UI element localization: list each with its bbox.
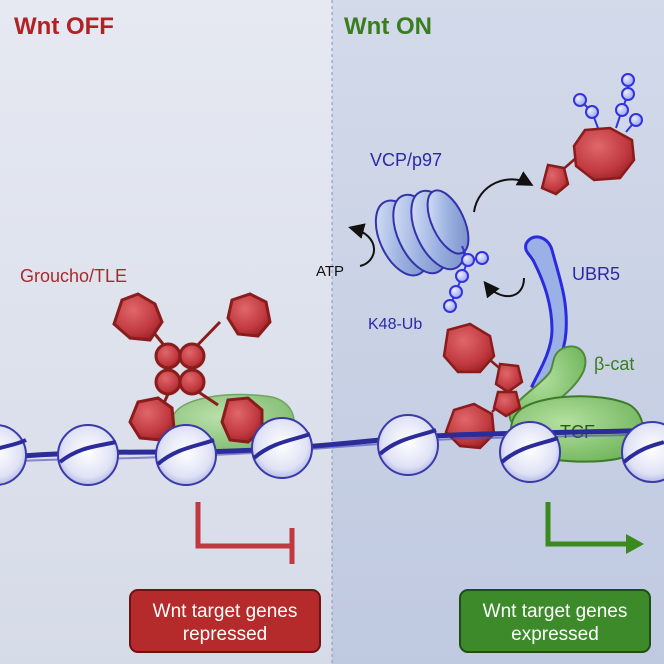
- dna-wrap-strokes: [0, 428, 664, 466]
- expressed-box: [459, 589, 651, 653]
- nucleosome-icon: [155, 424, 217, 486]
- nucleosome-icon: [251, 417, 313, 479]
- repressed-line1: Wnt target genes: [153, 601, 298, 622]
- label-groucho: Groucho/TLE: [20, 266, 127, 286]
- left-panel-bg: [0, 0, 332, 664]
- recruit-arrow: [483, 277, 525, 299]
- nucleosome-icon: [0, 424, 27, 486]
- label-vcp: VCP/p97: [370, 150, 442, 170]
- atp-arrow: [348, 223, 375, 267]
- extraction-arrow: [473, 171, 534, 213]
- label-atp: ATP: [316, 263, 344, 280]
- title-wnt-on: Wnt ON: [344, 13, 432, 40]
- ubiquitinated-fragment-icon: [540, 73, 643, 196]
- nucleosome-icon: [499, 421, 561, 483]
- groucho-tetramer-icon: [112, 292, 272, 444]
- k48-ubiquitin-chain-icon: [443, 245, 489, 313]
- expressed-line2: expressed: [511, 624, 599, 645]
- nucleosome-row: [0, 414, 664, 486]
- repressed-box: [129, 589, 321, 653]
- right-panel-bg: [332, 0, 664, 664]
- nucleosome-icon: [621, 421, 664, 483]
- label-ubr5: UBR5: [572, 264, 620, 284]
- repressed-line2: repressed: [183, 624, 268, 645]
- nucleosome-icon: [377, 414, 439, 476]
- nucleosome-icon: [57, 424, 119, 486]
- repression-bar-icon: [195, 502, 295, 564]
- label-bcat: β-cat: [594, 354, 634, 374]
- transcription-arrow-icon: [545, 502, 644, 554]
- label-k48: K48-Ub: [368, 316, 422, 333]
- vcp-hexamer-icon: [374, 189, 470, 277]
- title-wnt-off: Wnt OFF: [14, 13, 114, 40]
- expressed-line1: Wnt target genes: [483, 601, 628, 622]
